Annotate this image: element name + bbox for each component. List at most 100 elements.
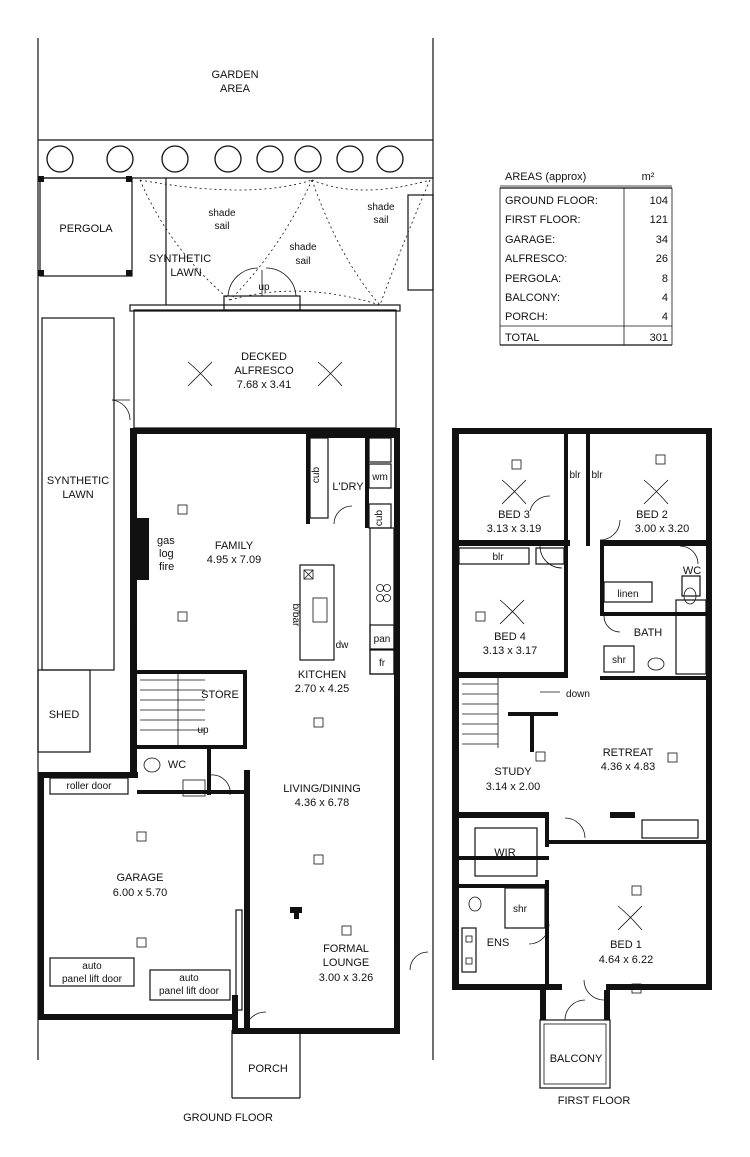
- garden-trees: [46, 145, 404, 173]
- area-row-value: 104: [650, 195, 668, 207]
- porch: [231, 1030, 301, 1099]
- dw-label: dw: [336, 640, 350, 651]
- bed3-dim: 3.13 x 3.19: [487, 523, 541, 535]
- ceiling-fan-icon: [643, 479, 669, 505]
- areas-header: AREAS (approx): [505, 171, 586, 183]
- study-dim: 3.14 x 2.00: [486, 781, 540, 793]
- formal-label-2: LOUNGE: [323, 957, 369, 969]
- balcony: [539, 1019, 611, 1089]
- shade-sails: [139, 179, 431, 306]
- wir-label: WIR: [494, 847, 515, 859]
- bath-label: BATH: [634, 627, 663, 639]
- formal-dim: 3.00 x 3.26: [319, 972, 373, 984]
- ground-floor-walls: [38, 428, 400, 1034]
- pergola: [38, 176, 133, 277]
- tree-icon: [161, 145, 189, 173]
- area-row-label: PORCH:: [505, 311, 548, 323]
- light-markers: [136, 504, 352, 948]
- bed1-label: BED 1: [610, 939, 642, 951]
- bed3-label: BED 3: [498, 509, 530, 521]
- retreat-label: RETREAT: [603, 747, 654, 759]
- kitchen-dim: 2.70 x 4.25: [295, 683, 349, 695]
- area-row-value: 4: [662, 311, 668, 323]
- ground-stairs: [140, 674, 205, 745]
- area-row-label: FIRST FLOOR:: [505, 214, 581, 226]
- blr-label-1: blr: [569, 470, 581, 481]
- formal-label-1: FORMAL: [323, 943, 369, 955]
- alfresco-label-2: ALFRESCO: [234, 365, 294, 377]
- bed1-dim: 4.64 x 6.22: [599, 954, 653, 966]
- shed-label: SHED: [49, 709, 80, 721]
- study-label: STUDY: [494, 766, 532, 778]
- ceiling-fan-icon: [501, 479, 527, 505]
- area-row-value: 26: [656, 253, 668, 265]
- pergola-label: PERGOLA: [59, 223, 113, 235]
- ceiling-fan-icon: [187, 361, 213, 387]
- garage-label: GARAGE: [116, 872, 163, 884]
- area-row-value: 121: [650, 214, 668, 226]
- roller-door-label: roller door: [66, 781, 112, 792]
- shed: [37, 669, 91, 753]
- shade-sail-1-label-b: sail: [214, 221, 229, 232]
- ground-wc-label: WC: [168, 759, 186, 771]
- tree-icon: [376, 145, 404, 173]
- shr-label-2: shr: [513, 904, 528, 915]
- linen-label: linen: [617, 589, 638, 600]
- blr-label-2: blr: [591, 470, 603, 481]
- living-label: LIVING/DINING: [283, 783, 361, 795]
- ground-floor-caption: GROUND FLOOR: [183, 1112, 273, 1124]
- tree-icon: [214, 145, 242, 173]
- alfresco-label-1: DECKED: [241, 351, 287, 363]
- living-dim: 4.36 x 6.78: [295, 797, 349, 809]
- synthetic-lawn-top-label-2: LAWN: [170, 267, 201, 279]
- garden-label-2: AREA: [220, 83, 251, 95]
- ceiling-fan-icon: [499, 599, 525, 625]
- tree-icon: [46, 145, 74, 173]
- auto-door-1-label-a: auto: [82, 961, 102, 972]
- tree-icon: [294, 145, 322, 173]
- tree-icon: [106, 145, 134, 173]
- gas-label-1: gas: [157, 535, 175, 547]
- ceiling-fan-icon: [617, 905, 643, 931]
- tree-icon: [336, 145, 364, 173]
- synthetic-lawn-side-label-2: LAWN: [62, 489, 93, 501]
- area-row-value: 8: [662, 273, 668, 285]
- area-total-value: 301: [650, 332, 668, 344]
- gas-label-2: log: [159, 548, 174, 560]
- ceiling-fan-icon: [317, 361, 343, 387]
- bed2-label: BED 2: [636, 509, 668, 521]
- shade-sail-3-label-a: shade: [289, 242, 317, 253]
- area-row-label: PERGOLA:: [505, 273, 561, 285]
- first-floor-caption: FIRST FLOOR: [558, 1095, 631, 1107]
- garden-steps: [223, 267, 301, 311]
- down-label: down: [566, 689, 590, 700]
- family-label: FAMILY: [215, 540, 254, 552]
- shade-sail-2-label-a: shade: [367, 202, 395, 213]
- blr-label-3: blr: [492, 552, 504, 563]
- shade-sail-1-label-a: shade: [208, 208, 236, 219]
- gas-label-3: fire: [159, 561, 174, 573]
- first-light-markers: [475, 454, 678, 994]
- porch-label: PORCH: [248, 1063, 288, 1075]
- tree-icon: [256, 145, 284, 173]
- retreat-dim: 4.36 x 4.83: [601, 761, 655, 773]
- area-row-label: BALCONY:: [505, 292, 560, 304]
- kitchen-label: KITCHEN: [298, 669, 346, 681]
- ens-label: ENS: [487, 937, 510, 949]
- garden-label-1: GARDEN: [211, 69, 258, 81]
- alfresco-dim: 7.68 x 3.41: [237, 379, 291, 391]
- areas-table: [499, 185, 673, 346]
- cub-label-2: cub: [374, 510, 385, 527]
- synthetic-lawn-top-label-1: SYNTHETIC: [149, 253, 211, 265]
- area-row-value: 4: [662, 292, 668, 304]
- bed4-dim: 3.13 x 3.17: [483, 645, 537, 657]
- areas-unit: m²: [642, 171, 655, 183]
- garage-dim: 6.00 x 5.70: [113, 887, 167, 899]
- bbar-label: b/bar: [290, 604, 301, 627]
- synthetic-lawn-side-label-1: SYNTHETIC: [47, 475, 109, 487]
- wm-label: wm: [371, 472, 388, 483]
- auto-door-2-label-b: panel lift door: [159, 986, 220, 997]
- auto-door-2-label-a: auto: [179, 973, 199, 984]
- up-label: up: [197, 725, 209, 736]
- shade-sail-3-label-b: sail: [295, 256, 310, 267]
